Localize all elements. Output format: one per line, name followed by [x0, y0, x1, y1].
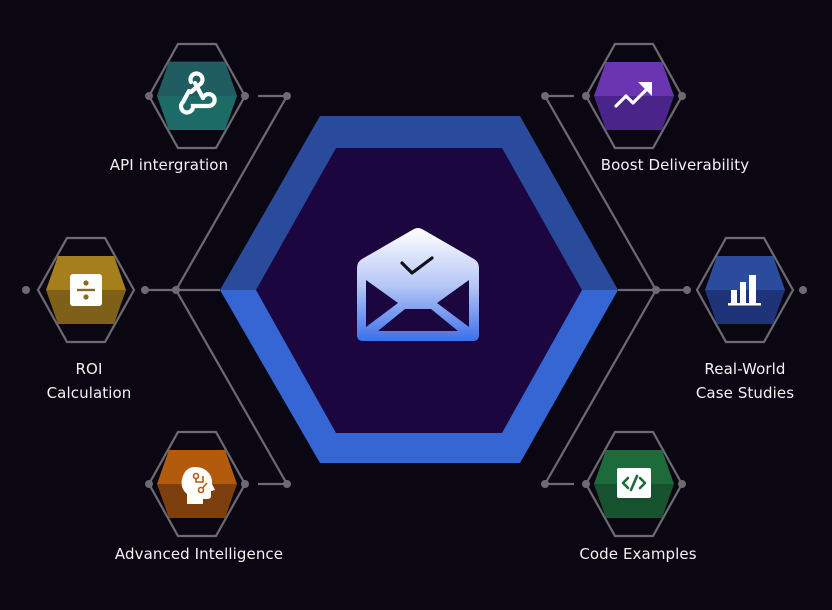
node-boost-deliverability[interactable]: [582, 42, 686, 150]
node-api-integration[interactable]: [145, 42, 249, 150]
hex-outline: [695, 236, 795, 344]
label-code-examples: Code Examples: [579, 545, 697, 563]
label-roi-line1: ROI: [75, 360, 103, 378]
bar-chart-icon: [728, 275, 761, 306]
label-cases-line1: Real-World: [704, 360, 786, 378]
hex-outline: [36, 236, 136, 344]
label-case-studies: Real-World Case Studies: [696, 357, 794, 405]
envelope-open-check-icon: [357, 228, 479, 341]
node-case-studies[interactable]: [683, 236, 807, 344]
code-icon: [617, 468, 651, 498]
ai-head-icon: [181, 467, 215, 504]
center-hexagon: [220, 116, 618, 463]
trending-up-icon: [614, 82, 652, 108]
node-advanced-intelligence[interactable]: [145, 430, 249, 538]
webhook-icon: [178, 71, 217, 115]
label-cases-line2: Case Studies: [695, 384, 795, 402]
connector-dots: [172, 92, 660, 488]
node-roi-calculation[interactable]: [22, 236, 149, 344]
divide-icon: [70, 274, 102, 306]
label-api-integration: API intergration: [109, 156, 229, 174]
label-roi-calculation: ROI Calculation: [47, 357, 132, 405]
label-roi-line2: Calculation: [46, 384, 132, 402]
label-advanced-intelligence: Advanced Intelligence: [114, 545, 284, 563]
label-boost-deliverability: Boost Deliverability: [600, 156, 750, 174]
node-code-examples[interactable]: [582, 430, 686, 538]
